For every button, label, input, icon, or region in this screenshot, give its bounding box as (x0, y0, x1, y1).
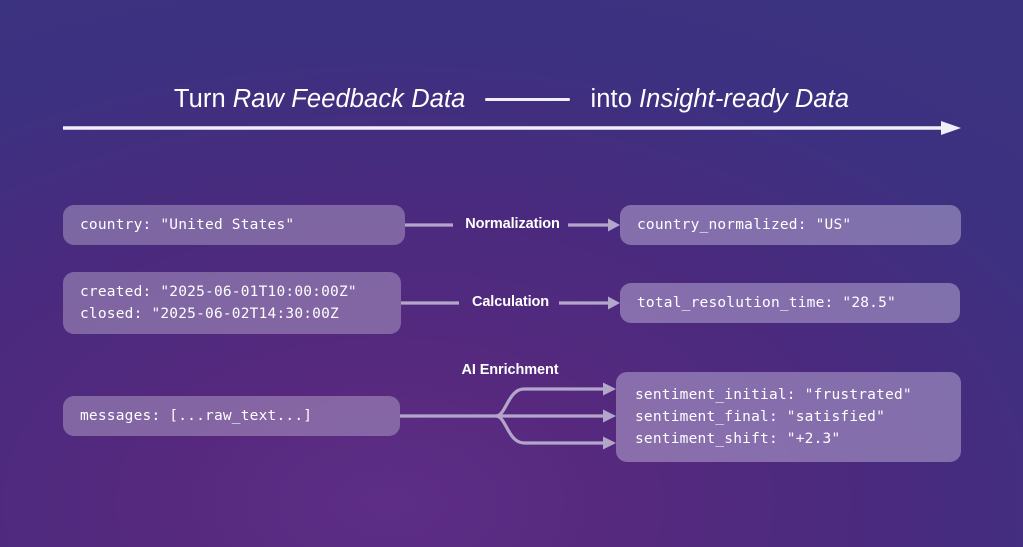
stage-label-ai-enrichment: AI Enrichment (461, 362, 559, 378)
code-line: sentiment_final: "satisfied" (635, 409, 886, 425)
title-target-term: Insight-ready Data (638, 84, 850, 113)
connector-normalization (405, 218, 620, 232)
code-line: total_resolution_time: "28.5" (637, 295, 896, 311)
connector-calculation (401, 296, 620, 310)
input-field-box-calculation: created: "2025-06-01T10:00:00Z" closed: … (63, 272, 401, 334)
code-line: sentiment_shift: "+2.3" (635, 431, 841, 447)
title-lead: Turn (173, 84, 226, 113)
connector-ai-enrichment-branching (400, 382, 616, 450)
code-line: country: "United States" (80, 217, 295, 233)
output-field-box-normalization: country_normalized: "US" (620, 205, 961, 245)
code-line: created: "2025-06-01T10:00:00Z" (80, 284, 357, 300)
code-line: messages: [...raw_text...] (80, 408, 313, 424)
page-title: Turn Raw Feedback Data into Insight-read… (0, 82, 1023, 116)
input-field-box-normalization: country: "United States" (63, 205, 405, 245)
stage-label-normalization: Normalization (465, 216, 560, 232)
stage-label-calculation: Calculation (471, 294, 550, 310)
code-line: sentiment_initial: "frustrated" (635, 387, 912, 403)
input-field-box-ai-enrichment: messages: [...raw_text...] (63, 396, 400, 436)
output-field-box-calculation: total_resolution_time: "28.5" (620, 283, 960, 323)
output-field-box-ai-enrichment: sentiment_initial: "frustrated" sentimen… (616, 372, 961, 462)
title-source-term: Raw Feedback Data (232, 84, 466, 113)
code-line: closed: "2025-06-02T14:30:00Z (80, 306, 339, 322)
title-mid: into (590, 84, 632, 113)
code-line: country_normalized: "US" (637, 217, 852, 233)
long-right-arrow-icon (63, 121, 961, 135)
horizontal-rule-icon (485, 97, 571, 101)
